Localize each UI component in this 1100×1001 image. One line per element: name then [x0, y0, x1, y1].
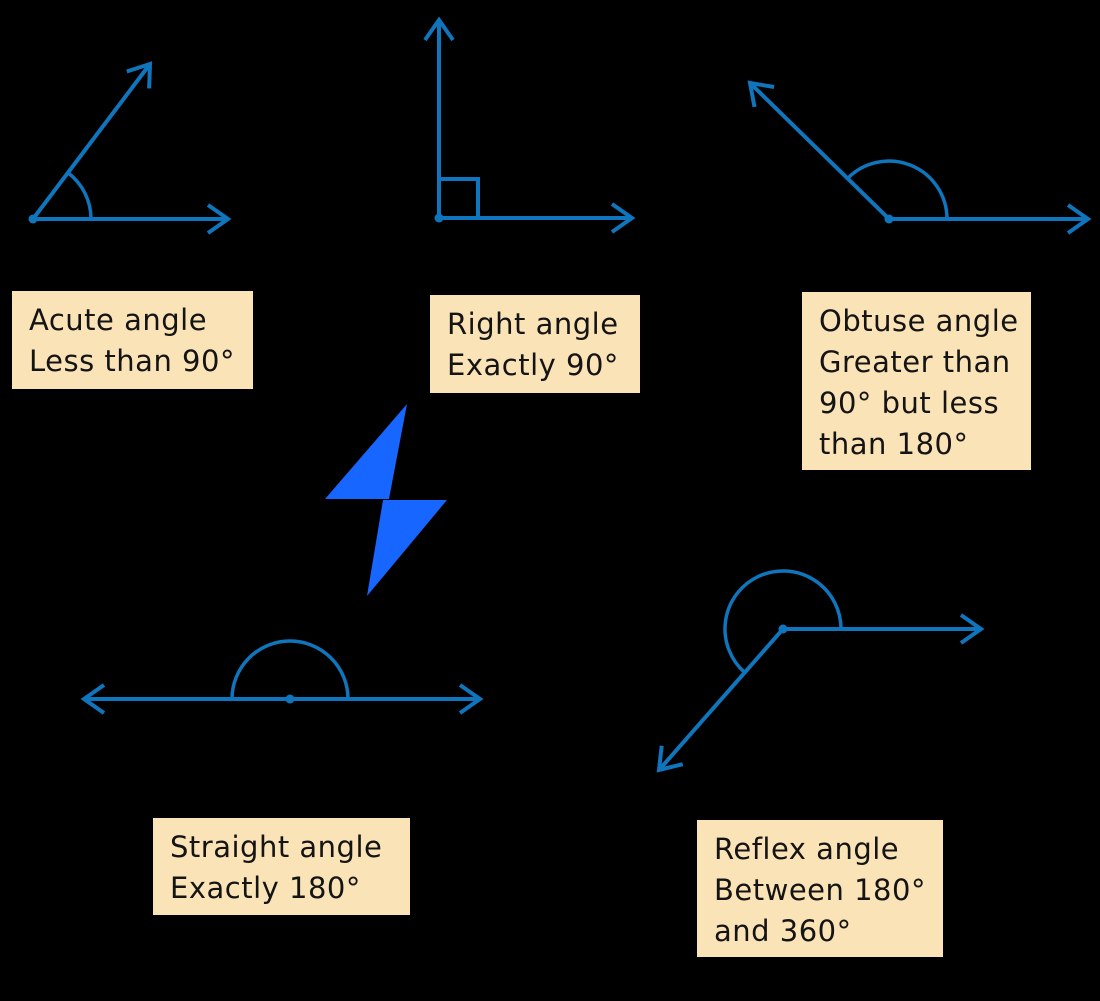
label-card-straight: Straight angle Exactly 180° [153, 818, 410, 915]
label-title: Reflex angle [714, 832, 900, 866]
straight-vertex-dot [285, 694, 295, 704]
label-card-obtuse: Obtuse angle Greater than 90° but less t… [802, 292, 1031, 470]
right-angle-square-marker [439, 177, 480, 218]
label-line: Greater than [819, 345, 1011, 379]
right-angle-figure [423, 16, 636, 234]
reflex-angle-figure [656, 569, 985, 773]
label-line: than 180° [819, 427, 969, 461]
label-card-right: Right angle Exactly 90° [430, 295, 640, 393]
label-line: Between 180° [714, 873, 926, 907]
label-line: 90° but less [819, 386, 1000, 420]
label-line: Exactly 180° [170, 871, 361, 905]
right-vertex-dot [434, 213, 444, 223]
acute-angle-figure [28, 61, 232, 235]
obtuse-angle-figure [747, 80, 1092, 235]
label-line: Less than 90° [29, 344, 235, 378]
label-line: and 360° [714, 914, 852, 948]
label-card-acute: Acute angle Less than 90° [12, 291, 253, 389]
label-title: Obtuse angle [819, 304, 1019, 338]
lightning-bolt-icon [325, 404, 447, 596]
obtuse-vertex-dot [884, 214, 894, 224]
label-card-reflex: Reflex angle Between 180° and 360° [697, 820, 943, 957]
label-title: Straight angle [170, 830, 383, 864]
reflex-vertex-dot [778, 624, 788, 634]
label-title: Acute angle [29, 303, 208, 337]
label-line: Exactly 90° [447, 348, 619, 382]
label-title: Right angle [447, 307, 619, 341]
acute-vertex-dot [28, 214, 38, 224]
straight-angle-figure [80, 639, 484, 715]
